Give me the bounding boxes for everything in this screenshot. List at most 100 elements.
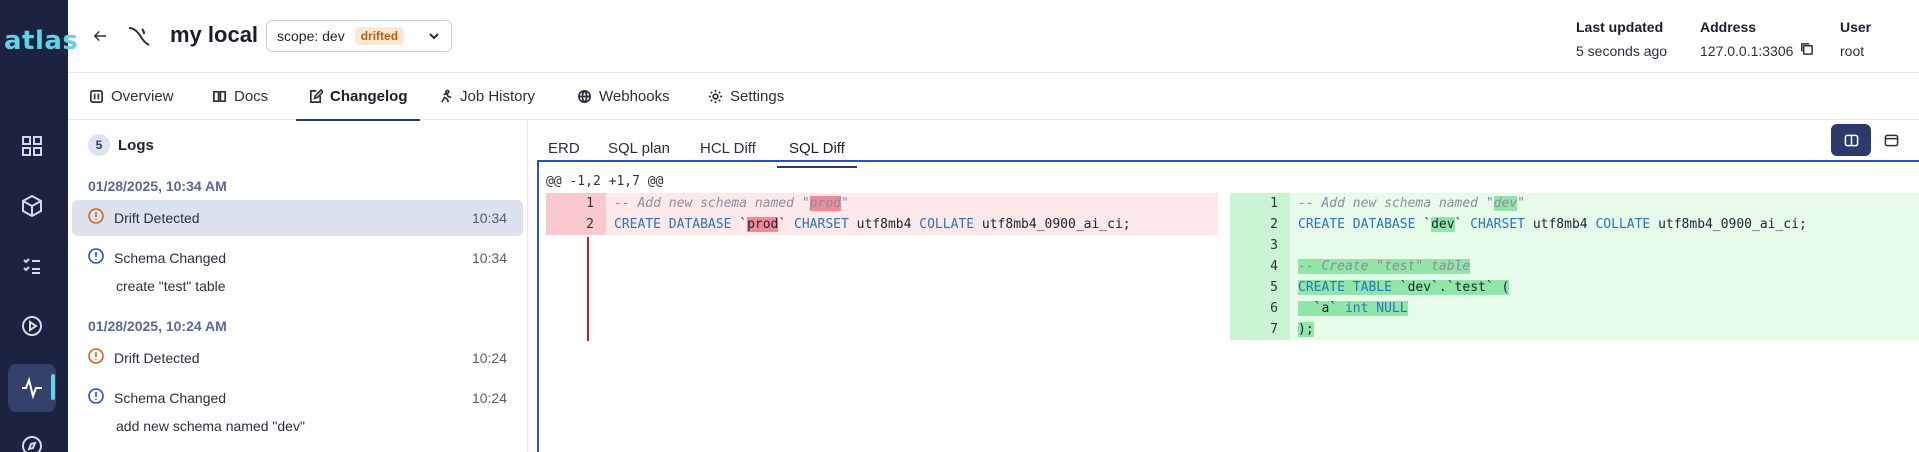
rail-explore-button[interactable] [8,422,56,452]
diff-line-removed: CREATE DATABASE `prod` CHARSET utf8mb4 C… [606,214,1218,235]
tab-docs-label: Docs [234,88,269,105]
arrow-left-icon [93,30,106,42]
log-description: create "test" table [116,278,226,294]
code-text: utf8mb4 [848,217,920,232]
overview-icon [90,90,103,103]
page-title: my local [170,22,259,47]
sql-keyword: int NULL [1344,301,1408,316]
unified-view-button[interactable] [1871,124,1911,156]
diff-line-removed: -- Add new schema named "prod" [606,193,1218,214]
atlas-logo[interactable]: atlas [4,26,79,56]
code-text: `dev`.`test` ( [1391,280,1510,295]
activity-icon [22,376,42,400]
split-view-icon [1844,134,1858,146]
tab-job-history[interactable]: Job History [438,73,535,120]
compass-icon [22,436,42,452]
code-text: ); [1298,322,1314,337]
line-number: 2 [546,214,606,235]
log-item[interactable]: Schema Changed 10:34 create "test" table [72,240,523,302]
last-updated-value: 5 seconds ago [1576,43,1668,59]
mysql-icon [126,23,152,49]
code-comment: -- Add new schema named " [614,196,810,211]
log-description: add new schema named "dev" [116,418,305,434]
log-label: Drift Detected [114,349,200,366]
sql-diff-viewer[interactable]: @@ -1,2 +1,7 @@ 1 2 -- Add new schema na… [537,160,1919,452]
cube-icon [22,194,42,218]
tab-sql-diff[interactable]: SQL Diff [777,128,857,168]
tab-overview-label: Overview [111,88,174,105]
warning-icon [88,208,104,227]
left-rail: atlas [0,0,79,452]
logs-count: 5 [88,134,110,156]
log-time: 10:24 [471,349,507,366]
log-item[interactable]: Drift Detected 10:34 [72,200,523,236]
code-text: `a` [1298,301,1345,316]
tab-changelog[interactable]: Changelog [296,73,419,121]
tab-sql-plan[interactable]: SQL plan [608,139,670,157]
code-text: ` [778,217,795,232]
line-number: 5 [1230,277,1290,298]
tab-webhooks[interactable]: Webhooks [577,73,670,120]
log-item[interactable]: Drift Detected 10:24 [72,340,523,376]
drifted-badge: drifted [354,27,405,45]
split-view-button[interactable] [1831,124,1871,156]
rail-runs-button[interactable] [8,302,56,350]
tab-docs[interactable]: Docs [212,73,268,120]
changed-token: dev [1431,217,1455,232]
diff-view-toggle [1831,124,1911,156]
line-number: 1 [1230,193,1290,214]
gear-icon [708,89,723,104]
line-number: 3 [1230,235,1290,256]
sql-keyword: CREATE DATABASE [1298,217,1416,232]
sql-keyword: CREATE DATABASE [614,217,732,232]
code-text: ` [731,217,748,232]
code-text: utf8mb4_0900_ai_ci; [1650,217,1807,232]
rail-monitoring-button[interactable] [8,364,56,412]
address-value: 127.0.0.1:3306 [1700,43,1794,59]
sql-keyword: COLLATE [919,217,975,232]
line-number: 2 [1230,214,1290,235]
diff-line-added: ); [1290,319,1919,340]
log-item[interactable]: Schema Changed 10:24 add new schema name… [72,380,523,442]
line-number: 1 [546,193,606,214]
tab-hcl-diff[interactable]: HCL Diff [700,139,756,157]
scope-dropdown[interactable]: scope: dev drifted [266,20,452,52]
removed-region-marker [587,237,589,341]
copy-icon[interactable] [1799,39,1814,63]
logs-panel: 5 Logs 01/28/2025, 10:34 AM Drift Detect… [68,120,528,452]
log-time: 10:34 [471,249,507,266]
log-time: 10:34 [471,209,507,226]
tab-erd[interactable]: ERD [548,139,580,157]
tab-settings[interactable]: Settings [708,73,784,120]
code-comment: " [840,196,849,211]
diff-line-added: -- Create "test" table [1290,256,1919,277]
tab-job-history-label: Job History [460,88,536,105]
sql-keyword: CHARSET [794,217,849,232]
line-number: 6 [1230,298,1290,319]
edit-doc-icon [309,89,323,103]
diff-line-added: -- Add new schema named "dev" [1290,193,1919,214]
tab-overview[interactable]: Overview [89,73,174,120]
logs-title: Logs [118,136,154,154]
rail-checklist-button[interactable] [8,242,56,290]
sql-keyword: CHARSET [1470,217,1525,232]
changed-token: dev [1493,196,1518,211]
changed-token: prod [747,217,779,232]
scope-label: scope: dev [277,28,345,44]
diff-line-added: `a` int NULL [1290,298,1919,319]
page-header: my local scope: dev drifted Last updated… [68,0,1919,73]
unified-view-icon [1884,134,1898,146]
back-button[interactable] [88,24,112,48]
hunk-header: @@ -1,2 +1,7 @@ [546,174,664,189]
last-updated-label: Last updated [1576,19,1664,35]
diff-line-added: CREATE DATABASE `dev` CHARSET utf8mb4 CO… [1290,214,1919,235]
chevron-down-icon [427,29,441,43]
address-label: Address [1700,19,1757,35]
diff-line-added [1290,235,1919,256]
tab-settings-label: Settings [730,88,785,105]
diff-line-added: CREATE TABLE `dev`.`test` ( [1290,277,1919,298]
rail-active-marker [51,374,55,400]
rail-schemas-button[interactable] [8,182,56,230]
code-text: ` [1454,217,1471,232]
rail-dashboard-button[interactable] [8,122,56,170]
